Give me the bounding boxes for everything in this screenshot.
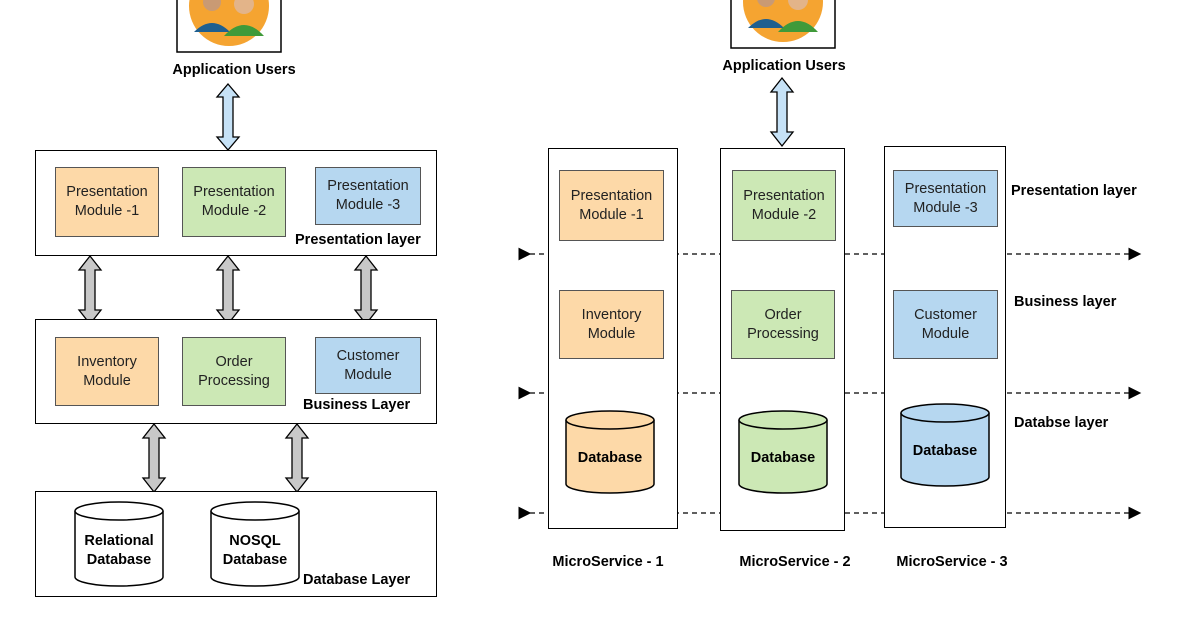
presentation-module-1[interactable]: Presentation Module -1 (55, 167, 159, 237)
order-processing-module[interactable]: Order Processing (182, 337, 286, 406)
presentation-layer-label: Presentation layer (295, 232, 421, 248)
microservice-3-business-module[interactable]: Customer Module (893, 290, 998, 359)
presentation-business-arrow-2 (215, 254, 241, 326)
cylinder-icon (738, 410, 828, 494)
microservice-1-database[interactable]: Database (565, 410, 655, 496)
microservice-2-database[interactable]: Database (738, 410, 828, 496)
relational-database[interactable]: Relational Database (74, 501, 164, 587)
business-database-arrow-2 (284, 422, 310, 494)
presentation-business-arrow-1 (77, 254, 103, 326)
microservice-1-label: MicroService - 1 (552, 554, 664, 570)
customer-module[interactable]: Customer Module (315, 337, 421, 394)
database-layer-label: Database Layer (303, 572, 411, 588)
microservice-2-label: MicroService - 2 (739, 554, 851, 570)
microservice-3-database-label: Database (912, 443, 978, 459)
cylinder-icon (210, 501, 300, 587)
microservice-1-database-label: Database (577, 450, 643, 466)
microservice-3-presentation-module[interactable]: Presentation Module -3 (893, 170, 998, 227)
relational-database-label: Relational Database (84, 533, 154, 568)
microservice-3-database[interactable]: Database (900, 403, 990, 489)
nosql-database-label: NOSQL Database (222, 533, 288, 568)
presentation-business-arrow-3 (353, 254, 379, 326)
microservice-2-database-label: Database (750, 450, 816, 466)
users-avatar-icon (176, 0, 282, 53)
microservice-2-business-module[interactable]: Order Processing (731, 290, 835, 359)
database-layer-label: Databse layer (1014, 415, 1109, 431)
presentation-module-3[interactable]: Presentation Module -3 (315, 167, 421, 225)
users-microservice-arrow (769, 76, 795, 148)
inventory-module[interactable]: Inventory Module (55, 337, 159, 406)
cylinder-icon (900, 403, 990, 487)
microservice-1-business-module[interactable]: Inventory Module (559, 290, 664, 359)
microservice-1-presentation-module[interactable]: Presentation Module -1 (559, 170, 664, 241)
users-label: Application Users (172, 62, 296, 78)
microservice-2-presentation-module[interactable]: Presentation Module -2 (732, 170, 836, 241)
business-layer-label: Business layer (1014, 294, 1117, 310)
users-label: Application Users (722, 58, 846, 74)
users-presentation-arrow (215, 82, 241, 152)
presentation-module-2[interactable]: Presentation Module -2 (182, 167, 286, 237)
business-layer-label: Business Layer (303, 397, 411, 413)
nosql-database[interactable]: NOSQL Database (210, 501, 300, 587)
cylinder-icon (565, 410, 655, 494)
presentation-layer-label: Presentation layer (1011, 183, 1137, 199)
microservice-3-label: MicroService - 3 (896, 554, 1008, 570)
cylinder-icon (74, 501, 164, 587)
users-avatar-icon (730, 0, 836, 49)
business-database-arrow-1 (141, 422, 167, 494)
